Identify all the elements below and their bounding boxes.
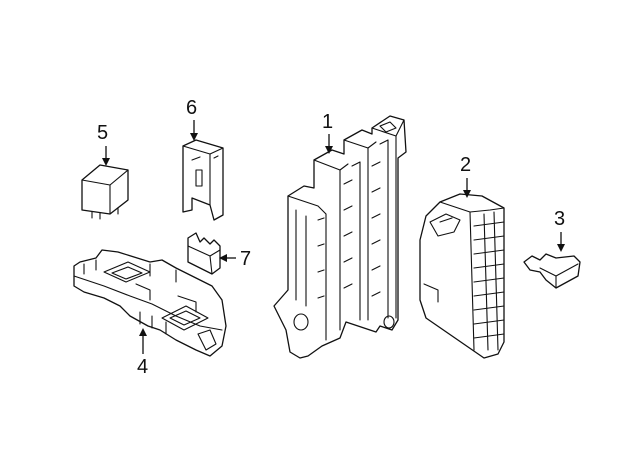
callout-5: 5 bbox=[97, 122, 110, 166]
relay-holder-part[interactable] bbox=[182, 139, 224, 221]
relay-bracket-part[interactable] bbox=[73, 249, 227, 357]
mini-fuse-part[interactable] bbox=[523, 253, 581, 289]
callout-6: 6 bbox=[186, 97, 198, 141]
callout-2: 2 bbox=[460, 154, 471, 198]
svg-text:7: 7 bbox=[240, 248, 251, 270]
fuse-box-cover-part[interactable] bbox=[419, 193, 505, 359]
callout-3: 3 bbox=[554, 208, 565, 252]
callout-4: 4 bbox=[137, 328, 148, 378]
svg-text:3: 3 bbox=[554, 208, 565, 230]
svg-text:1: 1 bbox=[322, 111, 333, 133]
svg-text:6: 6 bbox=[186, 97, 197, 119]
svg-text:4: 4 bbox=[137, 356, 148, 378]
callout-7: 7 bbox=[219, 248, 251, 270]
callout-1: 1 bbox=[322, 111, 333, 154]
fuse-relay-box-housing-part[interactable] bbox=[273, 115, 407, 359]
svg-text:2: 2 bbox=[460, 154, 471, 176]
relay-part[interactable] bbox=[81, 164, 129, 220]
fuse-clip-part[interactable] bbox=[187, 232, 221, 275]
svg-text:5: 5 bbox=[97, 122, 108, 144]
